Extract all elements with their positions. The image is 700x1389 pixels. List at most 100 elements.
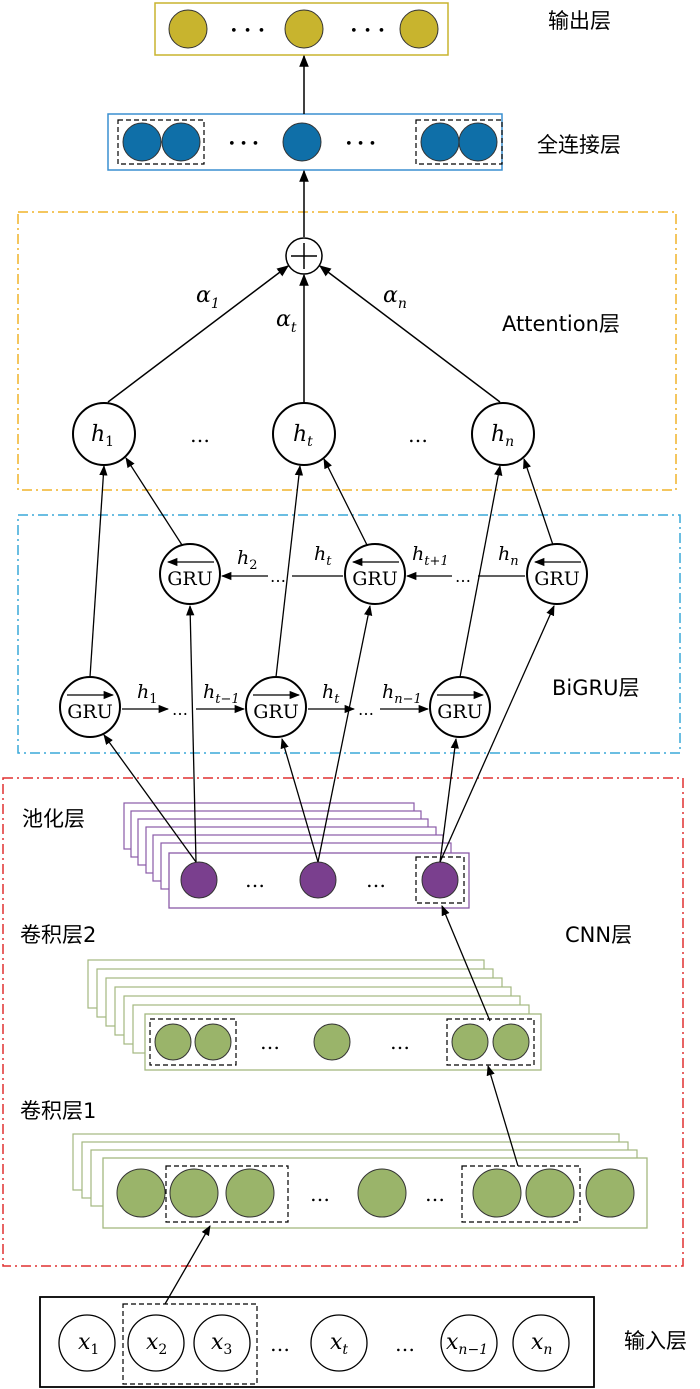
conv2-group-left xyxy=(149,1018,237,1066)
hidden-label-hn: hn xyxy=(491,422,514,450)
output-node xyxy=(284,9,324,49)
hidden-ellipsis-left: … xyxy=(190,423,210,447)
attention-weight-1: α1 xyxy=(196,283,220,312)
conv1-layer-label: 卷积层1 xyxy=(20,1099,96,1123)
input-label-x2: x2 xyxy=(146,1330,167,1358)
fc-ellipsis-left: • • • xyxy=(228,137,259,152)
fc-group-right xyxy=(415,119,503,165)
gru-forward-t-label: GRU xyxy=(253,701,299,723)
cnn-layer-label: CNN层 xyxy=(565,923,632,947)
arrow-hn-to-sum xyxy=(319,265,501,403)
fwd-link-ellipsis-2: … xyxy=(358,700,374,719)
arrow-fgrut-to-ht xyxy=(275,464,304,678)
bigru-layer-frame xyxy=(17,514,681,754)
hidden-label-h1: h1 xyxy=(91,422,114,450)
arrow-bgrun-to-hn xyxy=(523,458,554,546)
input-node-x2 xyxy=(127,1314,185,1372)
fc-ellipsis-right: • • • xyxy=(345,137,376,152)
arrow-conv2-to-pool xyxy=(441,905,491,1022)
conv1-node xyxy=(472,1168,522,1218)
conv1-group-right xyxy=(461,1165,581,1223)
conv1-group-left xyxy=(165,1165,289,1223)
pool-layer-label: 池化层 xyxy=(22,807,85,831)
arrow-fgru1-to-h1 xyxy=(89,464,108,678)
arrow-h1-to-sum xyxy=(107,265,289,403)
arrow-bgrut-to-ht xyxy=(323,458,368,546)
arrow-bgru1-to-h1 xyxy=(125,457,183,546)
attention-layer-label: Attention层 xyxy=(502,312,620,336)
back-link-ellipsis-2: … xyxy=(455,567,471,586)
conv1-ellipsis-right: … xyxy=(425,1182,445,1206)
input-label-xn-1: xn−1 xyxy=(446,1330,488,1358)
hidden-node-hn xyxy=(471,402,535,466)
back-link-label-h2: h2 xyxy=(237,547,258,573)
conv2-node xyxy=(451,1023,489,1061)
output-node xyxy=(399,9,439,49)
conv1-node xyxy=(116,1168,166,1218)
input-node-xn-1 xyxy=(440,1314,498,1372)
input-layer-label: 输入层 xyxy=(624,1329,687,1353)
conv2-ellipsis-left: … xyxy=(260,1030,280,1054)
conv2-node xyxy=(154,1023,192,1061)
input-layer-frame xyxy=(39,1296,595,1388)
input-node-xn xyxy=(512,1314,570,1372)
pool-node xyxy=(299,861,337,899)
pool-node xyxy=(421,861,459,899)
fwd-link-label-h1: h1 xyxy=(137,681,158,707)
fwd-link-label-ht-1: ht−1 xyxy=(203,681,240,707)
arrow-pool-to-fgru1 xyxy=(103,734,197,863)
conv2-node xyxy=(492,1023,530,1061)
pool-ellipsis-right: … xyxy=(366,868,386,892)
bigru-layer-label: BiGRU层 xyxy=(552,676,639,700)
back-link-label-ht1: ht+1 xyxy=(412,543,449,569)
conv1-node xyxy=(585,1168,635,1218)
conv1-node xyxy=(525,1168,575,1218)
output-node xyxy=(168,9,208,49)
input-label-x3: x3 xyxy=(211,1330,232,1358)
conv1-node xyxy=(169,1168,219,1218)
arrow-pool-to-bgru1 xyxy=(186,604,197,863)
conv2-node xyxy=(313,1023,351,1061)
fc-node xyxy=(458,122,498,162)
arrow-input-to-conv1 xyxy=(164,1225,211,1305)
pool-ellipsis-left: … xyxy=(245,868,265,892)
conv1-ellipsis-left: … xyxy=(310,1182,330,1206)
back-link-ellipsis-1: … xyxy=(270,567,286,586)
cnn-layer-frame xyxy=(2,777,684,1267)
hidden-node-ht xyxy=(272,402,336,466)
fc-node xyxy=(420,122,460,162)
output-layer-label: 输出层 xyxy=(548,9,611,33)
gru-backward-n-label: GRU xyxy=(534,568,580,590)
fc-node xyxy=(161,122,201,162)
input-label-xt: xt xyxy=(330,1330,348,1358)
conv1-node xyxy=(225,1168,275,1218)
fwd-link-label-hn-1: hn−1 xyxy=(382,681,422,707)
output-ellipsis-left: • • • xyxy=(230,24,266,39)
input-ellipsis-left: … xyxy=(270,1332,290,1356)
fc-group-left xyxy=(117,119,205,165)
back-link-label-hn: hn xyxy=(498,543,519,569)
conv2-ellipsis-right: … xyxy=(390,1030,410,1054)
back-link-label-ht: ht xyxy=(314,543,332,569)
fc-node xyxy=(282,122,322,162)
arrow-pool-to-fgrut xyxy=(280,738,319,863)
input-window xyxy=(122,1303,258,1385)
hidden-ellipsis-right: … xyxy=(408,423,428,447)
input-node-xt xyxy=(310,1314,368,1372)
output-ellipsis-right: • • • xyxy=(350,24,386,39)
conv2-layer-label: 卷积层2 xyxy=(20,923,96,947)
fwd-link-label-ht: ht xyxy=(322,681,340,707)
gru-forward-1-label: GRU xyxy=(67,701,113,723)
input-ellipsis-right: … xyxy=(395,1332,415,1356)
gru-forward-n-label: GRU xyxy=(437,701,483,723)
conv1-node xyxy=(357,1168,407,1218)
conv2-node xyxy=(194,1023,232,1061)
input-label-x1: x1 xyxy=(78,1330,99,1358)
conv2-group-right xyxy=(446,1018,535,1066)
arrow-pool-to-fgrun xyxy=(439,737,459,863)
hidden-label-ht: ht xyxy=(293,422,313,450)
attention-layer-frame xyxy=(17,211,677,491)
arrow-pool-to-bgrun xyxy=(439,605,555,863)
fwd-link-ellipsis-1: … xyxy=(172,700,188,719)
attention-weight-n: αn xyxy=(383,283,407,312)
